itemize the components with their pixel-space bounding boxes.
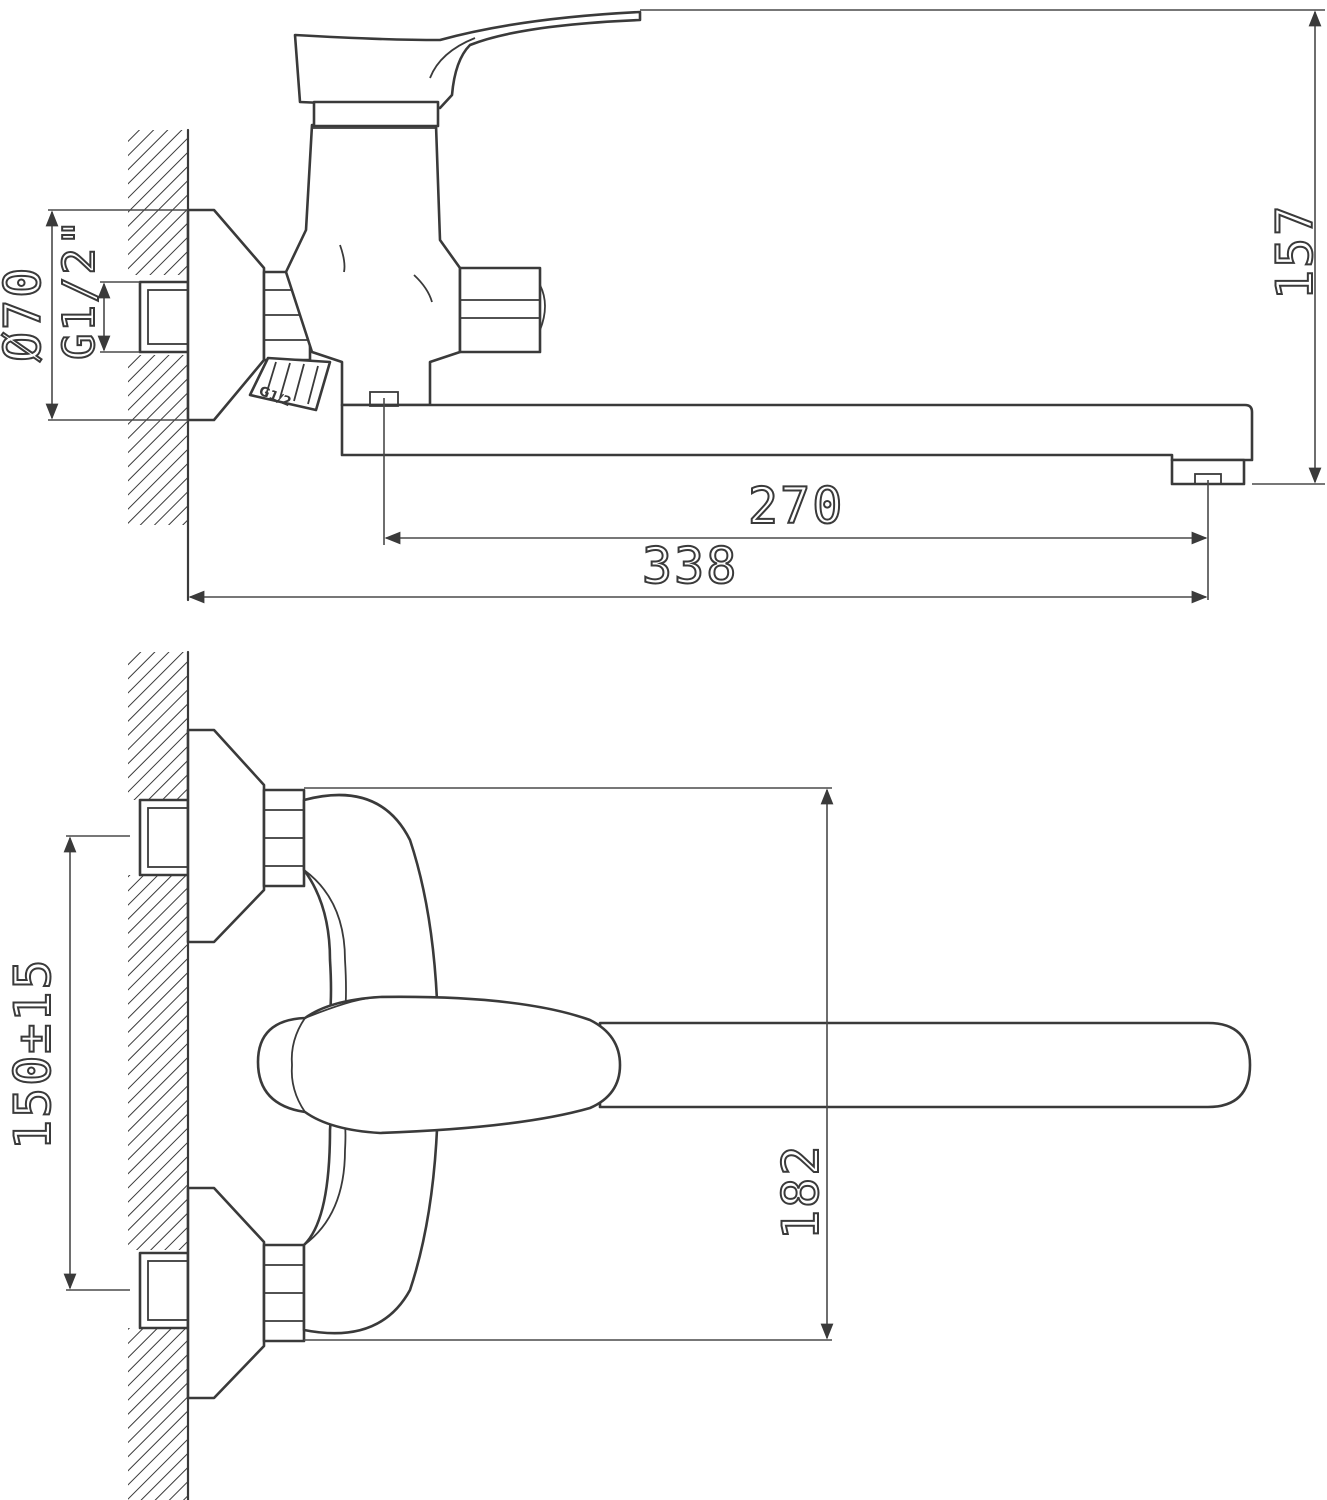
wall-pipe-stub <box>138 280 190 354</box>
swivel-spout <box>340 403 1254 462</box>
dimension-157 <box>640 9 1325 485</box>
threaded-connector <box>248 356 332 412</box>
dimension-338-label: 338 <box>642 537 738 595</box>
dimension-thread-label: G1/2" <box>54 218 105 360</box>
dimension-157-label: 157 <box>1266 204 1324 300</box>
dimension-diameter-70-label: Ø70 <box>0 266 52 362</box>
wall-hatch-top <box>128 128 190 602</box>
side-view: G1/2 157 <box>0 9 1325 604</box>
lower-connection <box>138 1186 306 1400</box>
dimension-150 <box>63 835 130 1291</box>
spout-top <box>598 1021 1252 1109</box>
upper-connection <box>138 728 306 944</box>
dimension-thread <box>97 281 140 353</box>
dimension-182 <box>304 787 834 1341</box>
dimension-270-label: 270 <box>748 477 844 535</box>
lever-top <box>256 995 622 1135</box>
wall-hatch-bottom <box>128 650 190 1500</box>
dimension-270 <box>383 398 1209 600</box>
top-view: 150±15 182 <box>3 650 1252 1500</box>
dimension-182-label: 182 <box>772 1144 830 1240</box>
dimension-150-label: 150±15 <box>4 957 62 1150</box>
side-knob <box>458 266 546 354</box>
lever-handle <box>293 10 642 110</box>
dimension-diameter-70 <box>45 209 188 421</box>
